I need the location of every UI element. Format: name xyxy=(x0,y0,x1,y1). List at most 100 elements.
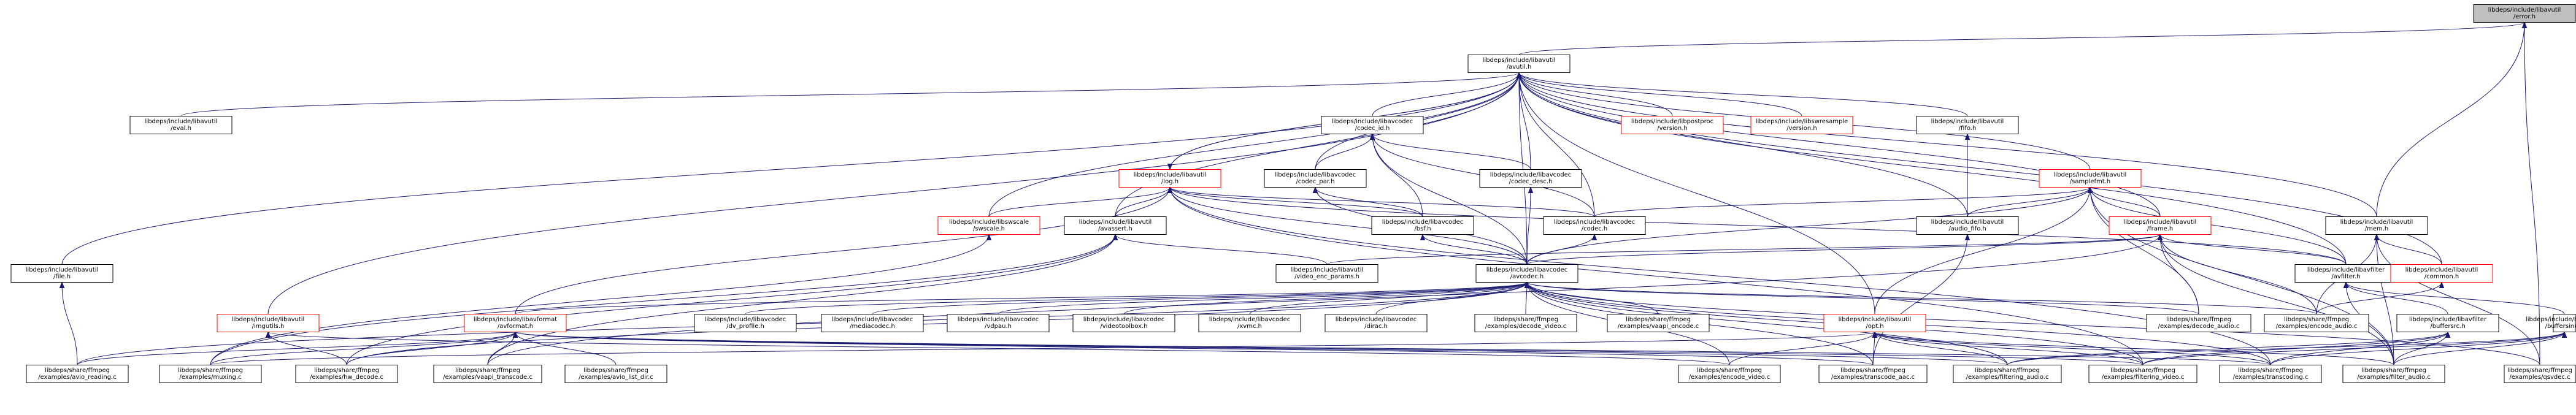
node-muxing-c[interactable]: libdeps/share/ffmpeg/examples/muxing.c xyxy=(159,365,262,383)
node-imgutils-h[interactable]: libdeps/include/libavutil/imgutils.h xyxy=(217,314,320,332)
node-eval-h[interactable]: libdeps/include/libavutil/eval.h xyxy=(129,116,233,134)
node-vdpau-h[interactable]: libdeps/include/libavcodec/vdpau.h xyxy=(947,314,1050,332)
edge-avformat_h-to-hw_decode_c xyxy=(346,331,518,365)
edge-avutil_h-to-codec_h xyxy=(1516,72,1595,217)
node-box xyxy=(2088,365,2197,383)
node-label-line: libdeps/include/libavutil xyxy=(1931,219,2004,226)
node-box xyxy=(1321,116,1424,134)
node-label-line: libdeps/include/libavcodec xyxy=(832,316,913,323)
node-codec-h[interactable]: libdeps/include/libavcodec/codec.h xyxy=(1543,216,1646,235)
node-encode-video-c[interactable]: libdeps/share/ffmpeg/examples/encode_vid… xyxy=(1678,365,1781,383)
node-frame-h[interactable]: libdeps/include/libavutil/frame.h xyxy=(2109,216,2212,235)
node-bsf-h[interactable]: libdeps/include/libavcodec/bsf.h xyxy=(1371,216,1474,235)
node-error-h[interactable]: libdeps/include/libavutil/error.h xyxy=(2473,4,2576,23)
node-decode-audio-c[interactable]: libdeps/share/ffmpeg/examples/decode_aud… xyxy=(2146,314,2251,332)
node-avio-list-dir-c[interactable]: libdeps/share/ffmpeg/examples/avio_list_… xyxy=(564,365,667,383)
node-box xyxy=(1264,169,1367,188)
edge-avformat_h-to-muxing_c xyxy=(210,331,518,365)
node-xvmc-h[interactable]: libdeps/include/libavcodec/xvmc.h xyxy=(1198,314,1301,332)
node-avio-reading-c[interactable]: libdeps/share/ffmpeg/examples/avio_readi… xyxy=(26,365,129,383)
node-label-line: /examples/filtering_video.c xyxy=(2102,374,2185,381)
node-label-line: /version.h xyxy=(1657,125,1688,132)
node-fifo-h[interactable]: libdeps/include/libavutil/fifo.h xyxy=(1916,116,2019,134)
node-avformat-h[interactable]: libdeps/include/libavformat/avformat.h xyxy=(464,314,567,332)
node-avfilter-h[interactable]: libdeps/include/libavfilter/avfilter.h xyxy=(2294,264,2397,283)
edge-avcodec_h-to-videotoolbox_h xyxy=(1123,281,1530,314)
node-avutil-h[interactable]: libdeps/include/libavutil/avutil.h xyxy=(1467,55,1571,73)
node-label-line: libdeps/include/libavfilter xyxy=(2307,267,2385,273)
node-label-line: /codec_par.h xyxy=(1296,178,1334,185)
node-label-line: /audio_fifo.h xyxy=(1948,226,1986,232)
node-qsvdec-c[interactable]: libdeps/share/ffmpeg/examples/qsvdec.c xyxy=(2504,365,2576,383)
node-box xyxy=(2553,314,2576,332)
node-label-line: libdeps/share/ffmpeg xyxy=(1493,316,1558,323)
node-box xyxy=(2264,314,2369,332)
node-transcoding-c[interactable]: libdeps/share/ffmpeg/examples/transcodin… xyxy=(2219,365,2322,383)
node-label-line: /examples/transcode_aac.c xyxy=(1831,374,1915,381)
node-box xyxy=(1275,264,1378,283)
node-label-line: /avfilter.h xyxy=(2331,273,2360,280)
node-filtering-video-c[interactable]: libdeps/share/ffmpeg/examples/filtering_… xyxy=(2088,365,2197,383)
edge-avformat_h-to-filtering_audio_c xyxy=(512,331,2008,365)
node-postproc-version-h[interactable]: libdeps/include/libpostproc/version.h xyxy=(1621,116,1724,134)
node-mediacodec-h[interactable]: libdeps/include/libavcodec/mediacodec.h xyxy=(821,314,924,332)
edge-bsf_h-to-avcodec_h xyxy=(1420,234,1528,265)
file-nodes: libdeps/include/libavutil/error.h libdeps… xyxy=(10,4,2576,383)
node-codec-desc-h[interactable]: libdeps/include/libavcodec/codec_desc.h xyxy=(1479,169,1582,188)
node-vaapi-encode-c[interactable]: libdeps/share/ffmpeg/examples/vaapi_enco… xyxy=(1607,314,1710,332)
edge-avcodec_h-to-decode_audio_c xyxy=(1524,281,2199,314)
node-label-line: libdeps/include/libavutil xyxy=(1839,316,1912,323)
node-codec-par-h[interactable]: libdeps/include/libavcodec/codec_par.h xyxy=(1264,169,1367,188)
node-label-line: /version.h xyxy=(1786,125,1817,132)
node-decode-video-c[interactable]: libdeps/share/ffmpeg/examples/decode_vid… xyxy=(1474,314,1577,332)
node-swresample-version-h[interactable]: libdeps/include/libswresample/version.h xyxy=(1750,116,1853,134)
edge-swscale_h-to-muxing_c xyxy=(210,234,992,365)
node-label-line: libdeps/share/ffmpeg xyxy=(455,367,520,374)
edge-avformat_h-to-filtering_video_c xyxy=(512,331,2143,365)
node-label-line: libdeps/include/libavcodec xyxy=(1275,172,1356,178)
edge-avcodec_h-to-encode_audio_c xyxy=(1524,281,2317,314)
node-swscale-h[interactable]: libdeps/include/libswscale/swscale.h xyxy=(937,216,1040,235)
edge-frame_h-to-avcodec_h xyxy=(1526,234,2163,265)
node-label-line: /examples/vaapi_encode.c xyxy=(1618,323,1699,330)
node-hw-decode-c[interactable]: libdeps/share/ffmpeg/examples/hw_decode.… xyxy=(295,365,398,383)
node-file-h[interactable]: libdeps/include/libavutil/file.h xyxy=(10,264,113,283)
node-vaapi-transcode-c[interactable]: libdeps/share/ffmpeg/examples/vaapi_tran… xyxy=(433,365,542,383)
node-label-line: libdeps/share/ffmpeg xyxy=(2166,316,2231,323)
node-common-h[interactable]: libdeps/include/libavutil/common.h xyxy=(2390,264,2493,283)
node-avassert-h[interactable]: libdeps/include/libavutil/avassert.h xyxy=(1064,216,1167,235)
node-dv-profile-h[interactable]: libdeps/include/libavcodec/dv_profile.h xyxy=(694,314,797,332)
edge-codec_id_h-to-avcodec_h xyxy=(1369,133,1528,265)
node-label-line: /xvmc.h xyxy=(1237,323,1262,330)
node-buffersrc-h[interactable]: libdeps/include/libavfilter/buffersrc.h xyxy=(2396,314,2499,332)
node-buffersink-h[interactable]: libdeps/include/libavfilter/buffersink.h xyxy=(2526,314,2576,332)
node-label-line: libdeps/include/libavcodec xyxy=(705,316,786,323)
edge-buffersink_h-to-filter_audio_c xyxy=(2393,331,2567,365)
node-video-enc-params-h[interactable]: libdeps/include/libavutil/video_enc_para… xyxy=(1275,264,1378,283)
node-label-line: /examples/avio_list_dir.c xyxy=(579,374,653,381)
node-samplefmt-h[interactable]: libdeps/include/libavutil/samplefmt.h xyxy=(2039,169,2142,188)
node-codec-id-h[interactable]: libdeps/include/libavcodec/codec_id.h xyxy=(1321,116,1424,134)
node-box xyxy=(1823,314,1926,332)
node-avcodec-h[interactable]: libdeps/include/libavcodec/avcodec.h xyxy=(1475,264,1578,283)
node-box xyxy=(2390,264,2493,283)
node-box xyxy=(2504,365,2576,383)
node-label-line: /file.h xyxy=(53,273,71,280)
edge-samplefmt_h-to-codec_h xyxy=(1594,186,2093,217)
node-videotoolbox-h[interactable]: libdeps/include/libavcodec/videotoolbox.… xyxy=(1072,314,1175,332)
node-box xyxy=(821,314,924,332)
node-box xyxy=(937,216,1040,235)
node-audio-fifo-h[interactable]: libdeps/include/libavutil/audio_fifo.h xyxy=(1916,216,2019,235)
node-dirac-h[interactable]: libdeps/include/libavcodec/dirac.h xyxy=(1325,314,1428,332)
node-label-line: /videotoolbox.h xyxy=(1100,323,1147,330)
edge-frame_h-to-avfilter_h xyxy=(2157,234,2347,265)
node-filter-audio-c[interactable]: libdeps/share/ffmpeg/examples/filter_aud… xyxy=(2342,365,2445,383)
node-label-line: /examples/filter_audio.c xyxy=(2357,374,2430,381)
node-opt-h[interactable]: libdeps/include/libavutil/opt.h xyxy=(1823,314,1926,332)
node-mem-h[interactable]: libdeps/include/libavutil/mem.h xyxy=(2325,216,2428,235)
node-transcode-aac-c[interactable]: libdeps/share/ffmpeg/examples/transcode_… xyxy=(1818,365,1928,383)
node-filtering-audio-c[interactable]: libdeps/share/ffmpeg/examples/filtering_… xyxy=(1953,365,2062,383)
node-log-h[interactable]: libdeps/include/libavutil/log.h xyxy=(1118,169,1221,188)
node-label-line: /buffersrc.h xyxy=(2430,323,2465,330)
node-encode-audio-c[interactable]: libdeps/share/ffmpeg/examples/encode_aud… xyxy=(2264,314,2369,332)
